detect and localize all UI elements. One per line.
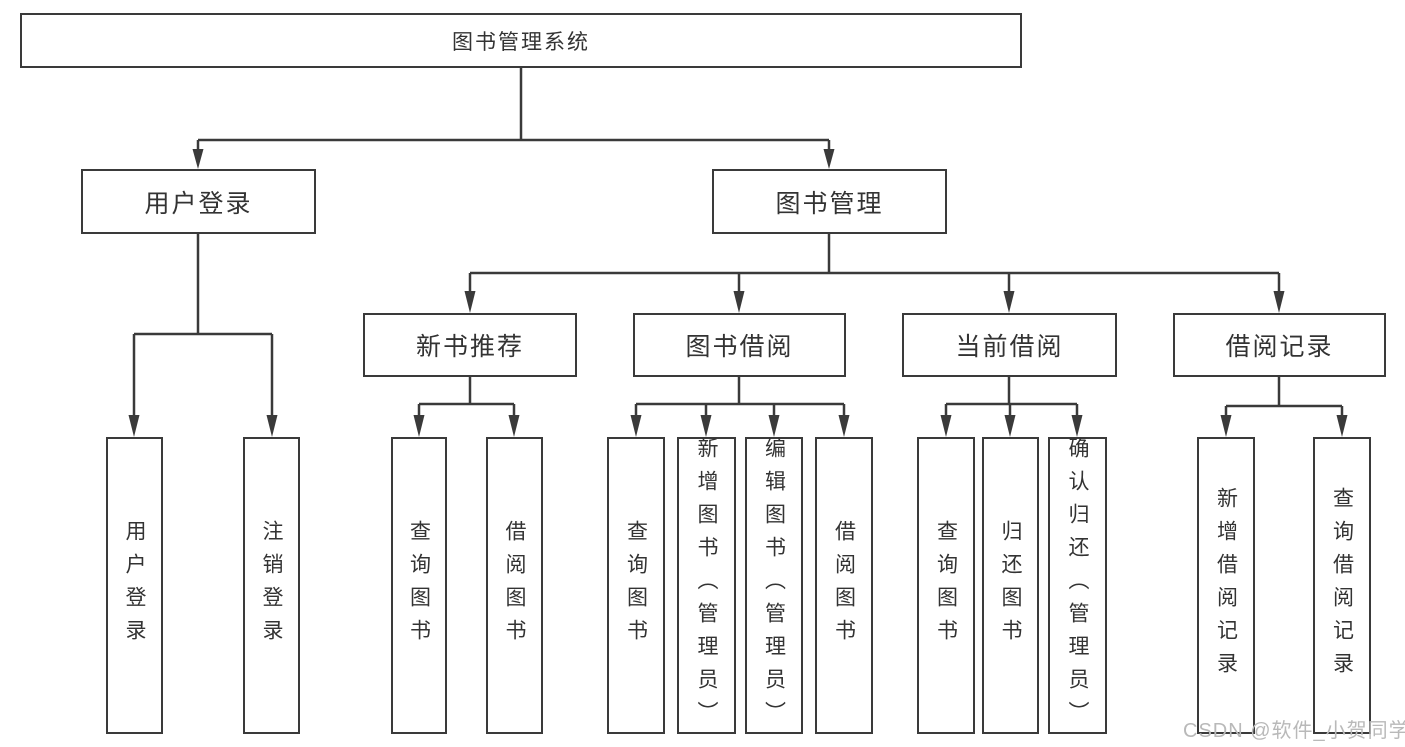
leaf-query-books-recommend-label: 查询图书 <box>407 519 431 652</box>
leaf-return-books: 归还图书 <box>982 437 1039 734</box>
node-library-management-system: 图书管理系统 <box>20 13 1022 68</box>
leaf-logout: 注销登录 <box>243 437 300 734</box>
node-user-login: 用户登录 <box>81 169 316 234</box>
node-book-management: 图书管理 <box>712 169 947 234</box>
leaf-query-borrow-record: 查询借阅记录 <box>1313 437 1371 734</box>
leaf-add-borrow-record-label: 新增借阅记录 <box>1214 486 1238 685</box>
leaf-confirm-return-admin-label: 确认归还（管理员） <box>1066 437 1089 734</box>
csdn-watermark: CSDN @软件_小贺同学 <box>1183 720 1405 742</box>
leaf-query-books-borrowing-label: 查询图书 <box>624 519 648 652</box>
leaf-query-books-current-label: 查询图书 <box>934 519 958 652</box>
leaf-logout-label: 注销登录 <box>260 519 283 652</box>
leaf-return-books-label: 归还图书 <box>999 519 1022 652</box>
leaf-query-books-borrowing: 查询图书 <box>607 437 665 734</box>
leaf-user-login-label: 用户登录 <box>123 519 146 652</box>
node-borrowing-records: 借阅记录 <box>1173 313 1386 377</box>
leaf-borrow-books: 借阅图书 <box>815 437 873 734</box>
leaf-edit-books-admin-label: 编辑图书（管理员） <box>762 437 786 734</box>
leaf-add-books-admin: 新增图书（管理员） <box>677 437 736 734</box>
leaf-query-books-current: 查询图书 <box>917 437 975 734</box>
leaf-query-books-recommend: 查询图书 <box>391 437 447 734</box>
leaf-borrow-books-label: 借阅图书 <box>832 519 856 652</box>
leaf-borrow-books-recommend: 借阅图书 <box>486 437 543 734</box>
leaf-query-borrow-record-label: 查询借阅记录 <box>1330 486 1354 685</box>
leaf-borrow-books-recommend-label: 借阅图书 <box>503 519 526 652</box>
leaf-confirm-return-admin: 确认归还（管理员） <box>1048 437 1107 734</box>
leaf-user-login: 用户登录 <box>106 437 163 734</box>
leaf-add-borrow-record: 新增借阅记录 <box>1197 437 1255 734</box>
node-new-book-recommendation: 新书推荐 <box>363 313 577 377</box>
node-current-borrowing: 当前借阅 <box>902 313 1117 377</box>
node-book-borrowing: 图书借阅 <box>633 313 846 377</box>
leaf-add-books-admin-label: 新增图书（管理员） <box>695 437 718 734</box>
leaf-edit-books-admin: 编辑图书（管理员） <box>745 437 803 734</box>
